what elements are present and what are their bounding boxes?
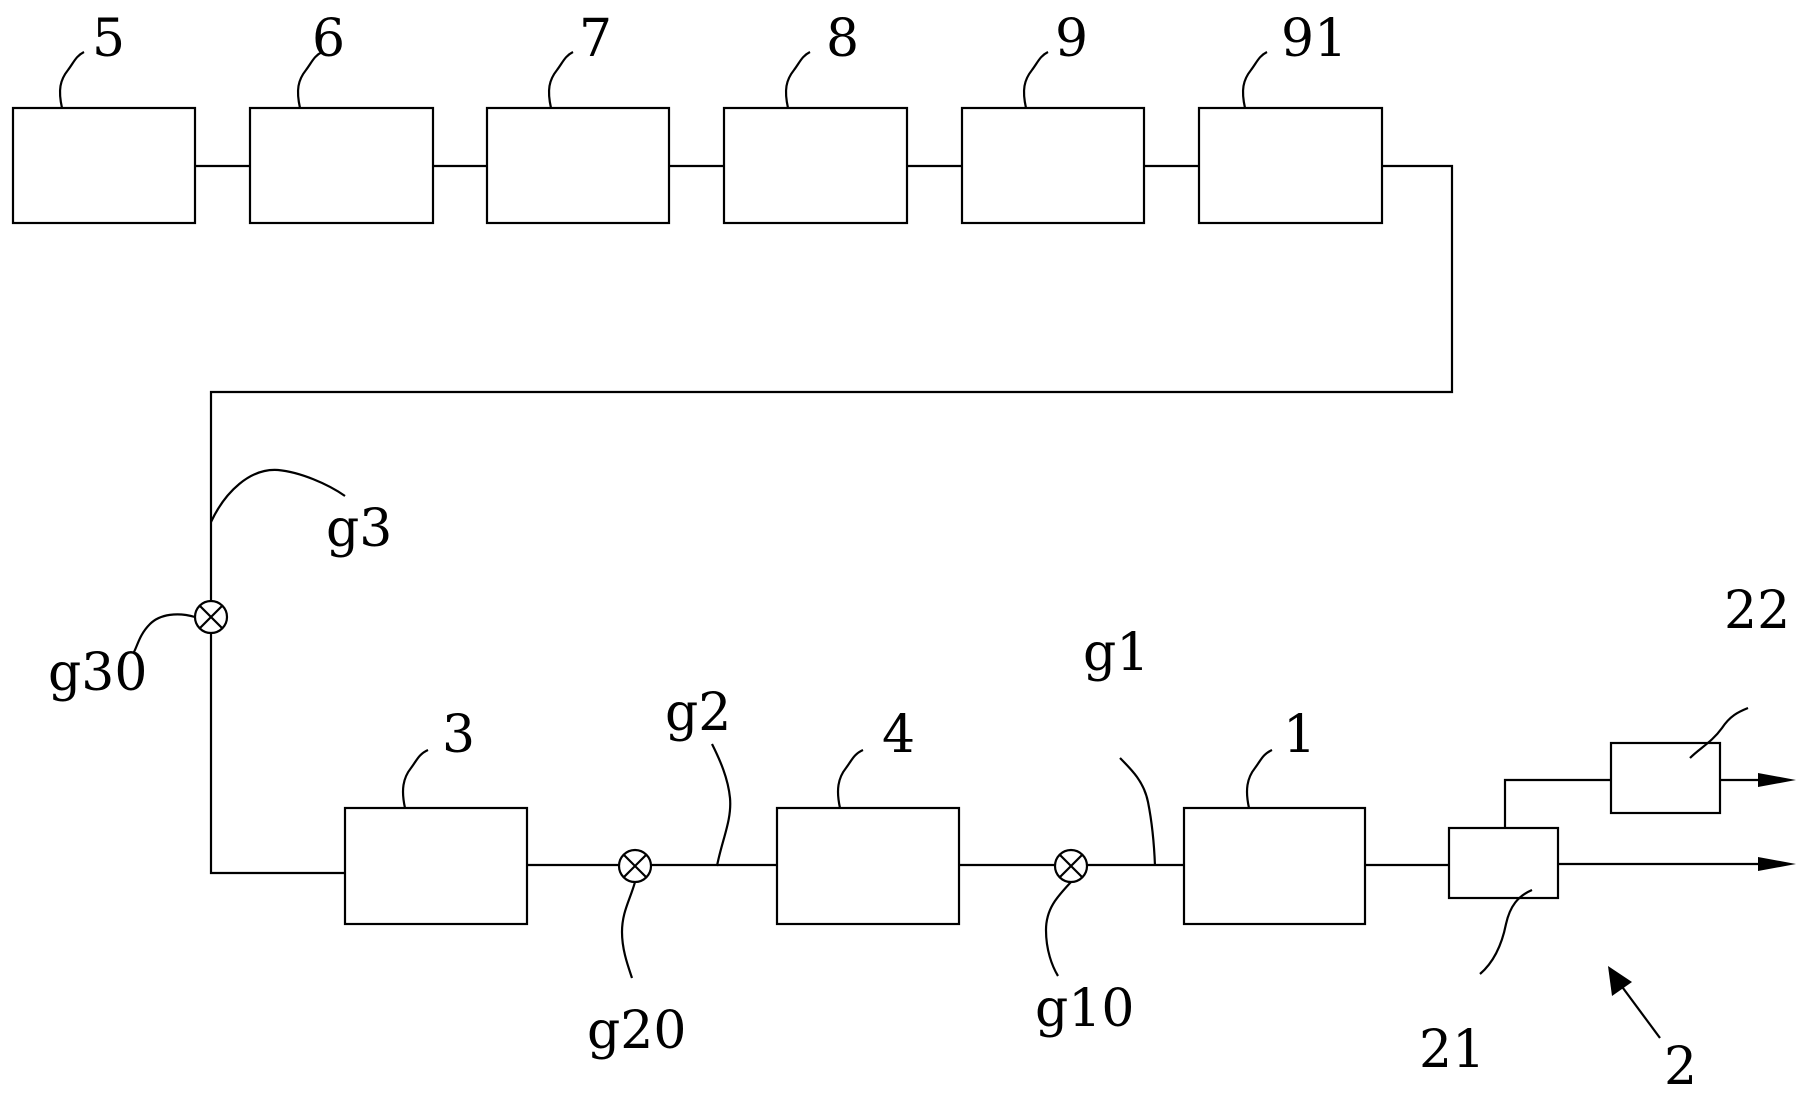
label-4: 4 [882, 705, 915, 765]
label-1: 1 [1283, 705, 1316, 765]
leader-g30 [133, 613, 196, 653]
leader-g1 [1119, 757, 1157, 867]
label-22: 22 [1724, 581, 1790, 641]
label-g30: g30 [48, 643, 147, 703]
box-8 [722, 106, 909, 225]
label-g3: g3 [326, 499, 392, 559]
leader-g10 [1044, 881, 1072, 977]
valve-g30 [193, 599, 229, 635]
box-7 [485, 106, 671, 225]
leader-3 [401, 748, 429, 809]
label-8: 8 [826, 9, 859, 69]
leader-21 [1479, 888, 1533, 975]
leader-5 [58, 51, 85, 109]
box-4 [775, 806, 961, 926]
label-7: 7 [579, 9, 612, 69]
leader-8 [784, 51, 811, 109]
pointer-line-2 [1619, 983, 1661, 1039]
box-3 [343, 806, 529, 926]
pipe-21-22 [1503, 778, 1611, 828]
label-3: 3 [442, 705, 475, 765]
label-2: 2 [1664, 1037, 1697, 1095]
return-line [209, 164, 1454, 875]
valve-g10 [1053, 848, 1089, 884]
box-1 [1182, 806, 1367, 926]
leader-g3 [210, 468, 346, 523]
box-9 [960, 106, 1146, 225]
box-22 [1609, 741, 1722, 815]
label-9: 9 [1055, 9, 1088, 69]
box-91 [1197, 106, 1384, 225]
label-5: 5 [92, 9, 125, 69]
label-21: 21 [1419, 1020, 1485, 1080]
output-arrow-main [1758, 857, 1796, 871]
label-91: 91 [1281, 9, 1347, 69]
label-g2: g2 [665, 683, 731, 743]
leader-6 [296, 51, 323, 109]
leader-22 [1689, 706, 1749, 759]
leader-g2 [711, 743, 732, 867]
leader-1 [1245, 748, 1273, 809]
leader-9 [1022, 51, 1049, 109]
label-g1: g1 [1083, 623, 1149, 683]
box-5 [11, 106, 197, 225]
pointer-arrow-2 [1608, 966, 1632, 996]
label-g10: g10 [1035, 979, 1134, 1039]
leader-7 [547, 51, 574, 109]
label-6: 6 [312, 9, 345, 69]
output-arrow-upper [1758, 773, 1796, 787]
label-g20: g20 [587, 1001, 686, 1061]
leader-4 [836, 748, 864, 809]
box-21 [1447, 826, 1560, 900]
leader-91 [1241, 51, 1268, 109]
box-6 [248, 106, 435, 225]
valve-g20 [617, 848, 653, 884]
leader-g20 [620, 881, 637, 979]
